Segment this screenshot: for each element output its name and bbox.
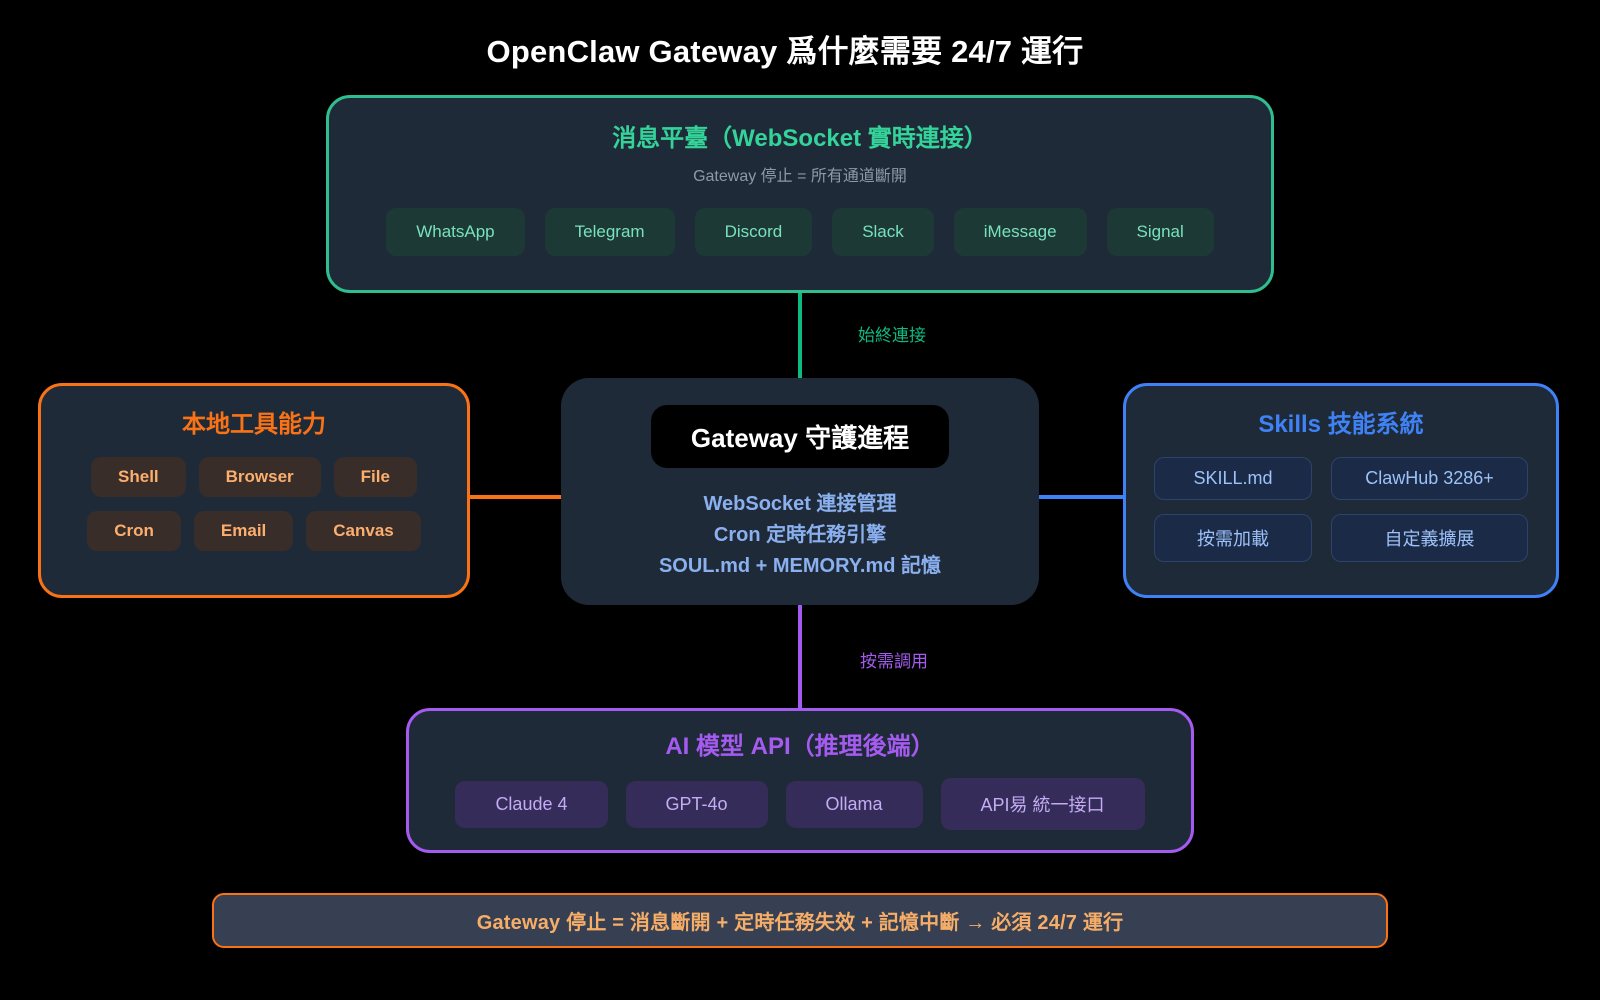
ai-model-chip: API易 統一接口 xyxy=(940,778,1145,830)
local-tool-chip: Canvas xyxy=(306,511,421,551)
messaging-chip: Signal xyxy=(1106,208,1214,256)
gateway-daemon-box: Gateway 守護進程 WebSocket 連接管理 Cron 定時任務引擎 SO… xyxy=(561,378,1039,605)
local-tools-box-title: 本地工具能力 xyxy=(182,411,326,438)
skills-chips: SKILL.md ClawHub 3286+ 按需加載自定義擴展 xyxy=(1154,457,1528,562)
connector-label-on-demand: 按需調用 xyxy=(860,652,928,671)
skill-chip: SKILL.md xyxy=(1154,457,1312,500)
gateway-feature-lines: WebSocket 連接管理 Cron 定時任務引擎 SOUL.md + MEMOR… xyxy=(561,489,1039,582)
gateway-daemon-title: Gateway 守護進程 xyxy=(650,405,950,468)
gateway-pill-wrap: Gateway 守護進程 xyxy=(561,405,1039,468)
messaging-chip: Telegram xyxy=(544,208,675,256)
connector-line-local-tools xyxy=(470,495,561,499)
connector-line-on-demand xyxy=(798,605,802,708)
local-tool-chip: File xyxy=(333,457,417,497)
ai-models-box-title: AI 模型 API（推理後端） xyxy=(665,733,935,760)
local-tool-chip: Email xyxy=(193,511,294,551)
messaging-chip: Slack xyxy=(832,208,934,256)
connector-line-skills xyxy=(1039,495,1123,499)
messaging-box-subtitle: Gateway 停止 = 所有通道斷開 xyxy=(693,168,907,185)
gateway-feature-line: SOUL.md + MEMORY.md 記憶 xyxy=(658,555,942,577)
skill-chip: ClawHub 3286+ xyxy=(1331,457,1528,500)
local-tool-chip: Shell xyxy=(91,457,186,497)
connector-line-always xyxy=(798,293,802,378)
ai-model-chip: GPT-4o xyxy=(625,780,768,828)
skill-chip: 自定義擴展 xyxy=(1331,514,1528,562)
ai-model-chip: Claude 4 xyxy=(455,780,608,828)
local-tool-chip: Cron xyxy=(87,511,181,551)
messaging-chips: WhatsApp Telegram Discord Slack iMessage Sign… xyxy=(329,208,1271,256)
gateway-feature-line: Cron 定時任務引擎 xyxy=(713,524,887,546)
footer-banner-text: Gateway 停止 = 消息斷開 + 定時任務失效 + 記憶中斷 → 必須 2… xyxy=(476,912,1124,934)
footer-banner: Gateway 停止 = 消息斷開 + 定時任務失效 + 記憶中斷 → 必須 2… xyxy=(212,893,1388,948)
messaging-chip: Discord xyxy=(694,208,813,256)
skills-system-box: Skills 技能系統 SKILL.md ClawHub 3286+ 按需加載自定義… xyxy=(1123,383,1559,598)
ai-models-chips: Claude 4 GPT-4o Ollama API易 統一接口 xyxy=(409,778,1191,830)
messaging-box-title: 消息平臺（WebSocket 實時連接） xyxy=(612,125,988,152)
page-title: OpenClaw Gateway 爲什麼需要 24/7 運行 xyxy=(486,34,1084,69)
messaging-chip: iMessage xyxy=(953,208,1087,256)
ai-models-box: AI 模型 API（推理後端） Claude 4 GPT-4o Ollama API易… xyxy=(406,708,1194,853)
skill-chip: 按需加載 xyxy=(1154,514,1312,562)
connector-label-always: 始終連接 xyxy=(858,326,926,345)
messaging-platforms-box: 消息平臺（WebSocket 實時連接） Gateway 停止 = 所有通道斷開… xyxy=(326,95,1274,293)
messaging-chip: WhatsApp xyxy=(386,208,525,256)
ai-model-chip: Ollama xyxy=(785,780,923,828)
gateway-feature-line: WebSocket 連接管理 xyxy=(703,493,897,515)
local-tool-chip: Browser xyxy=(198,457,321,497)
skills-box-title: Skills 技能系統 xyxy=(1258,411,1424,438)
